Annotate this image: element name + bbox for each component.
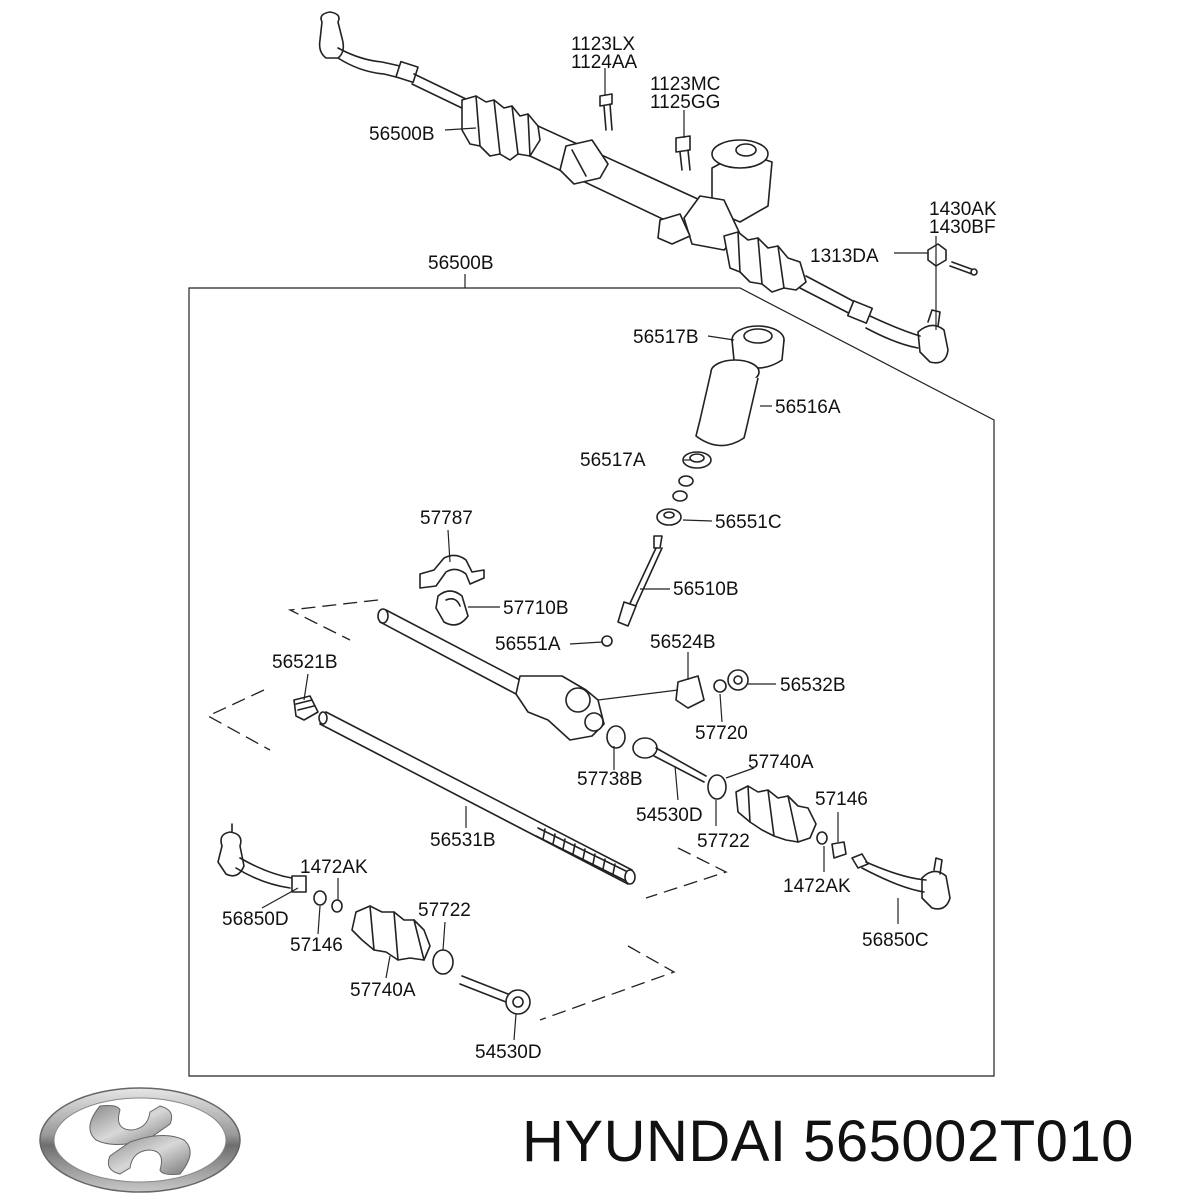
- callout-56850D: 56850D: [222, 909, 289, 930]
- callout-1123LX: 1123LX: [571, 34, 635, 55]
- callout-57740A-right: 57740A: [748, 752, 814, 773]
- callout-57740A-left: 57740A: [350, 980, 416, 1001]
- callout-57738B: 57738B: [577, 769, 643, 790]
- callout-57710B: 57710B: [503, 598, 569, 619]
- callout-1472AK-left: 1472AK: [300, 857, 368, 878]
- callout-56510B: 56510B: [673, 579, 739, 600]
- callout-56517B: 56517B: [633, 327, 699, 348]
- hyundai-logo-icon: [39, 1087, 241, 1193]
- callout-57722-right: 57722: [697, 831, 750, 852]
- callout-1472AK-right: 1472AK: [783, 876, 851, 897]
- callout-57720: 57720: [695, 723, 748, 744]
- callout-56532B: 56532B: [780, 675, 846, 696]
- callout-56521B: 56521B: [272, 652, 338, 673]
- callout-57146-left: 57146: [290, 935, 343, 956]
- callout-56551C: 56551C: [715, 512, 782, 533]
- callout-1430AK: 1430AK: [929, 199, 997, 220]
- callout-57787: 57787: [420, 508, 473, 529]
- callout-56517A: 56517A: [580, 450, 646, 471]
- callout-56524B: 56524B: [650, 632, 716, 653]
- brand-caption: HYUNDAI 565002T010: [522, 1108, 1134, 1175]
- assembled-steering-rack: [318, 11, 978, 364]
- alignment-dashes: [206, 599, 728, 1021]
- callout-56500B-top: 56500B: [369, 124, 435, 145]
- exploded-parts: [217, 325, 951, 1015]
- callout-1125GG: 1125GG: [650, 92, 720, 113]
- exploded-view-frame: [188, 287, 995, 1077]
- callout-56500B-box: 56500B: [428, 253, 494, 274]
- top-leaders: [444, 68, 937, 330]
- part-number: 565002T010: [803, 1109, 1134, 1174]
- callout-56531B: 56531B: [430, 830, 496, 851]
- callout-1123MC: 1123MC: [650, 74, 720, 95]
- callout-1124AA: 1124AA: [571, 52, 638, 73]
- callout-54530D-left: 54530D: [475, 1042, 542, 1063]
- callout-56551A: 56551A: [495, 634, 561, 655]
- callout-56850C: 56850C: [862, 930, 929, 951]
- callout-1430BF: 1430BF: [929, 217, 996, 238]
- leader-lines: [261, 335, 899, 1041]
- callout-1313DA: 1313DA: [810, 246, 879, 267]
- callout-56516A: 56516A: [775, 397, 841, 418]
- callout-54530D-right: 54530D: [636, 805, 703, 826]
- manufacturer-name: HYUNDAI: [522, 1109, 787, 1174]
- callout-57146-right: 57146: [815, 789, 868, 810]
- callout-labels: 1123LX 1124AA 1123MC 1125GG 56500B 1430A…: [222, 34, 997, 1063]
- callout-57722-left: 57722: [418, 900, 471, 921]
